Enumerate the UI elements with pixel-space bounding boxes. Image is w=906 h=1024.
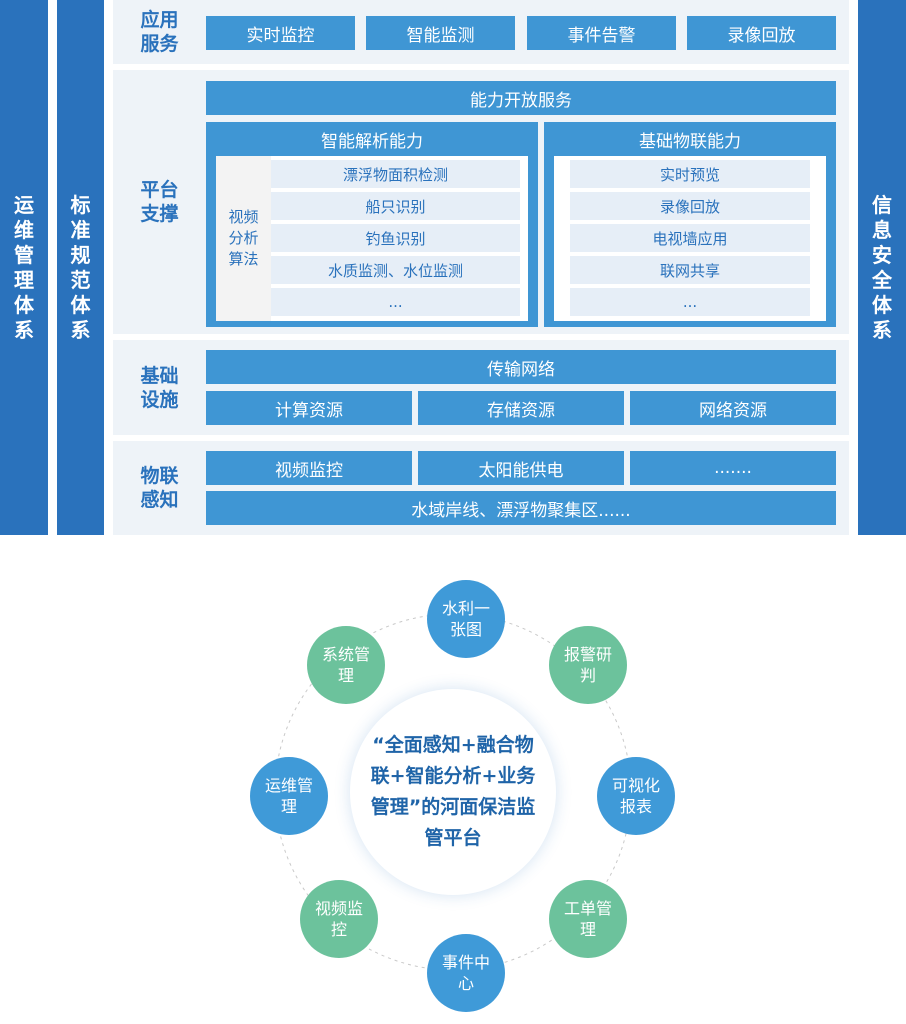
- analysis-panel-title: 智能解析能力: [321, 131, 423, 152]
- analysis-item-float-area: 漂浮物面积检测: [271, 160, 520, 188]
- video-monitor-box: 视频监控: [206, 451, 412, 485]
- iot-item-playback: 录像回放: [570, 192, 810, 220]
- node-work-order: 工单管理: [549, 880, 627, 958]
- node-system-manage: 系统管理: [307, 626, 385, 704]
- app-item-realtime: 实时监控: [206, 16, 355, 50]
- sensing-more-box: .......: [630, 451, 836, 485]
- app-item-playback: 录像回放: [687, 16, 836, 50]
- transmission-network-box: 传输网络: [206, 350, 836, 384]
- open-service-box: 能力开放服务: [206, 81, 836, 115]
- standards-system-bar: 标准规范体系: [57, 0, 104, 535]
- iot-item-preview: 实时预览: [570, 160, 810, 188]
- iot-item-network-share: 联网共享: [570, 256, 810, 284]
- app-item-event-alarm: 事件告警: [527, 16, 676, 50]
- node-water-map: 水利一张图: [427, 580, 505, 658]
- standards-system-label: 标准规范体系: [70, 192, 91, 342]
- sensing-layer-title: 物联感知: [140, 465, 179, 511]
- iot-item-tv-wall: 电视墙应用: [570, 224, 810, 252]
- node-event-center: 事件中心: [427, 934, 505, 1012]
- iot-item-more: ...: [570, 288, 810, 316]
- analysis-item-more: ...: [271, 288, 520, 316]
- ops-system-label: 运维管理体系: [14, 192, 34, 342]
- infra-layer-title: 基础设施: [140, 364, 179, 411]
- node-alarm-analysis: 报警研判: [549, 626, 627, 704]
- node-ops-manage: 运维管理: [250, 757, 328, 835]
- video-algorithm-label: 视频分析算法: [216, 156, 271, 321]
- waterfront-box: 水域岸线、漂浮物聚集区......: [206, 491, 836, 525]
- analysis-item-fishing: 钓鱼识别: [271, 224, 520, 252]
- network-resource-box: 网络资源: [630, 391, 836, 425]
- ops-system-bar: 运维管理体系: [0, 0, 48, 535]
- iot-panel-title: 基础物联能力: [639, 131, 741, 152]
- platform-layer-title: 平台支撑: [140, 179, 179, 225]
- security-system-label: 信息安全体系: [872, 192, 892, 342]
- analysis-item-water-quality: 水质监测、水位监测: [271, 256, 520, 284]
- node-video-monitor: 视频监控: [300, 880, 378, 958]
- node-visual-report: 可视化报表: [597, 757, 675, 835]
- compute-resource-box: 计算资源: [206, 391, 412, 425]
- security-system-bar: 信息安全体系: [858, 0, 906, 535]
- storage-resource-box: 存储资源: [418, 391, 624, 425]
- app-item-smart-detect: 智能监测: [366, 16, 515, 50]
- solar-power-box: 太阳能供电: [418, 451, 624, 485]
- analysis-item-ship: 船只识别: [271, 192, 520, 220]
- platform-center-circle: “全面感知+融合物联+智能分析+业务管理”的河面保洁监管平台: [350, 689, 556, 895]
- app-layer-title: 应用服务: [140, 9, 179, 55]
